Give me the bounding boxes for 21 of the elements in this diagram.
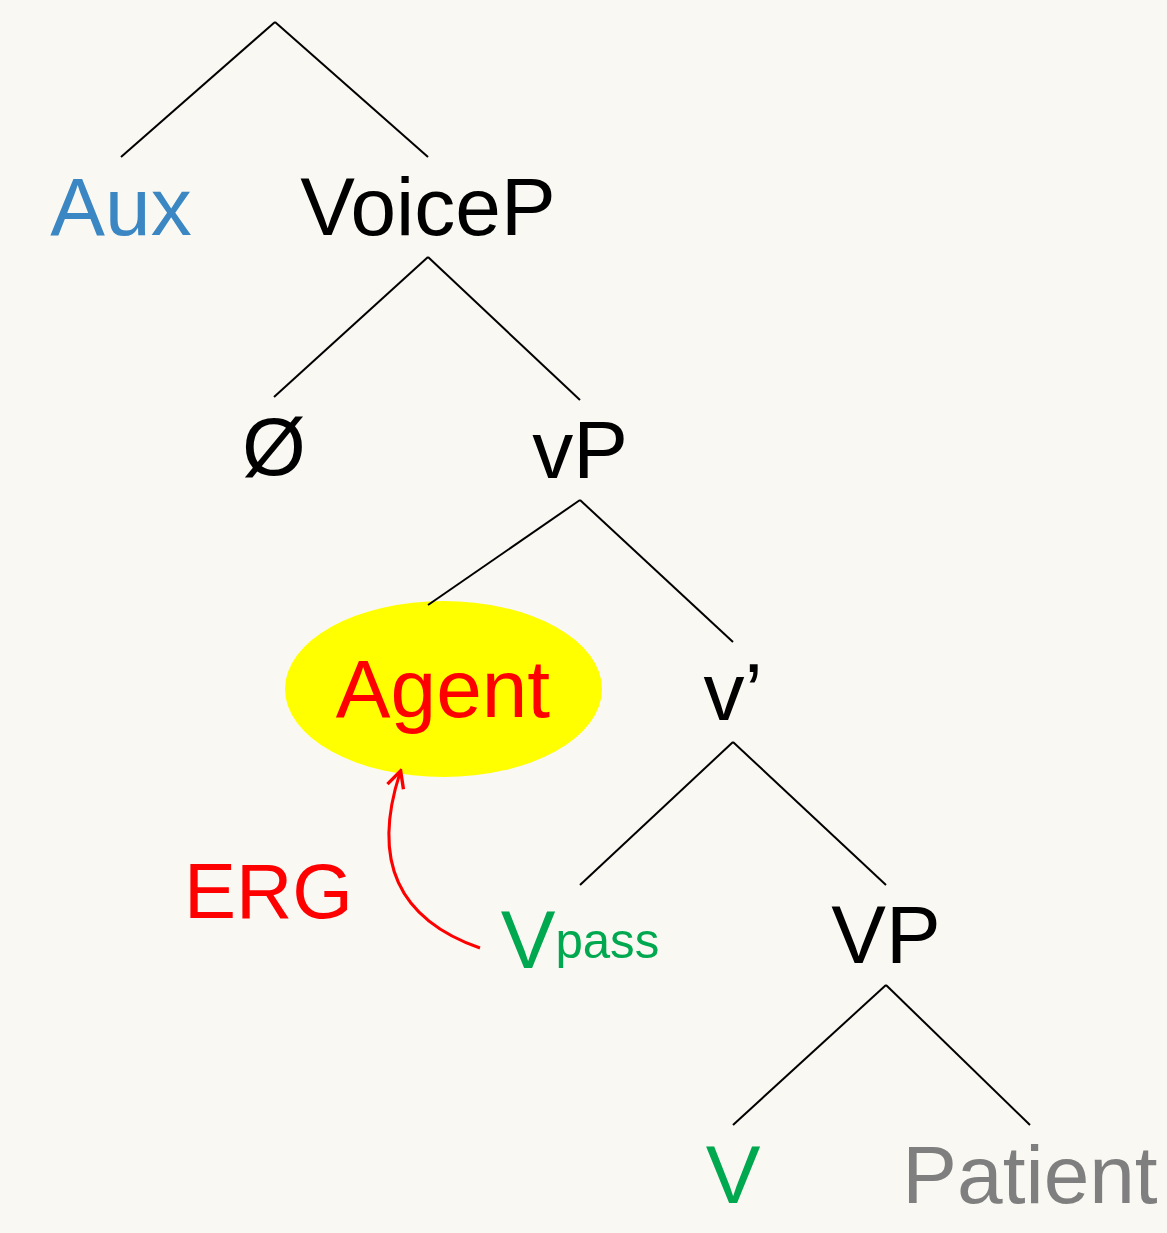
node-label: Aux <box>36 157 206 257</box>
node-label: Patient <box>899 1125 1161 1225</box>
node-label: vP <box>515 400 645 500</box>
tree-branch-line <box>274 21 429 158</box>
tree-branch-line <box>120 21 276 158</box>
curved-arrow <box>386 769 481 950</box>
tree-branch-line <box>579 741 734 886</box>
node-label: Agent <box>335 642 551 736</box>
node-label: v’ <box>678 642 788 742</box>
tree-branch-line <box>579 499 734 643</box>
tree-branch-line <box>273 256 429 398</box>
node-label: Ø <box>219 397 329 497</box>
tree-branch-line <box>427 499 581 606</box>
node-label: VP <box>811 885 961 985</box>
highlighted-ellipse <box>284 601 602 777</box>
tree-branch-line <box>427 256 581 401</box>
node-label: VoiceP <box>283 157 573 257</box>
node-label: V <box>688 1125 778 1225</box>
tree-branch-line <box>732 984 887 1126</box>
tree-branch-line <box>885 984 1031 1126</box>
tree-branch-line <box>732 741 887 886</box>
